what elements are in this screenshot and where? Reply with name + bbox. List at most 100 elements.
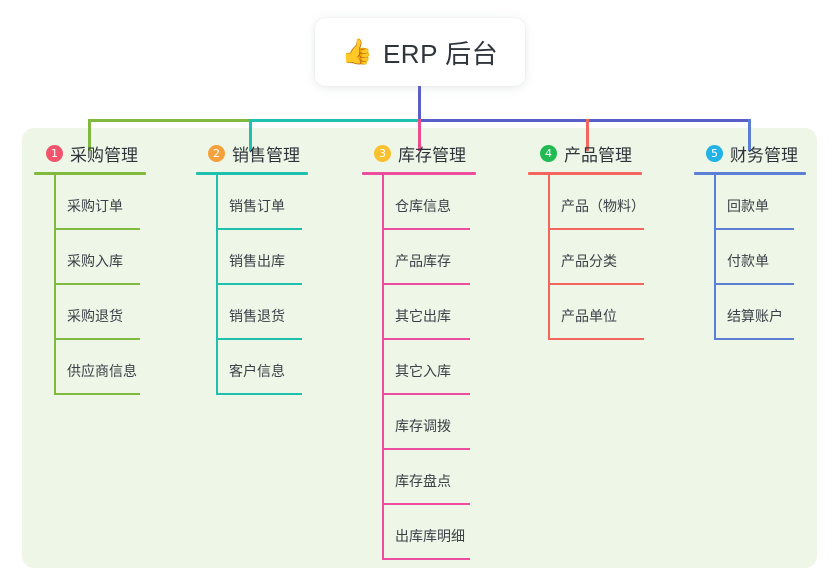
menu-item-underline xyxy=(54,283,140,285)
column-spine xyxy=(548,175,550,340)
column-items: 回款单付款单结算账户 xyxy=(714,175,806,340)
connector-drop-3 xyxy=(418,119,421,151)
menu-item-underline xyxy=(216,393,302,395)
column-number-badge: 1 xyxy=(46,144,63,162)
column-number-badge: 3 xyxy=(374,144,391,162)
connector-bus-segment-1 xyxy=(88,119,252,122)
column-title: 产品管理 xyxy=(564,145,632,165)
menu-item-label: 其它出库 xyxy=(395,308,451,324)
menu-item[interactable]: 库存调拨 xyxy=(382,395,476,450)
menu-item-label: 采购退货 xyxy=(67,308,123,324)
menu-item-label: 产品库存 xyxy=(395,253,451,269)
menu-item-underline xyxy=(714,228,794,230)
menu-item[interactable]: 出库库明细 xyxy=(382,505,476,560)
connector-drop-4 xyxy=(586,119,589,151)
menu-item-underline xyxy=(714,283,794,285)
column-销售管理: 2 销售管理销售订单销售出库销售退货客户信息 xyxy=(196,140,308,395)
connector-stem xyxy=(418,86,421,121)
column-spine xyxy=(714,175,716,340)
root-node-erp-backend[interactable]: 👍 ERP 后台 xyxy=(315,18,525,86)
menu-item[interactable]: 付款单 xyxy=(714,230,806,285)
menu-item[interactable]: 客户信息 xyxy=(216,340,308,395)
menu-item-label: 采购订单 xyxy=(67,198,123,214)
menu-item[interactable]: 仓库信息 xyxy=(382,175,476,230)
menu-item[interactable]: 供应商信息 xyxy=(54,340,146,395)
menu-item-underline xyxy=(548,228,644,230)
menu-item[interactable]: 产品（物料） xyxy=(548,175,645,230)
menu-item-underline xyxy=(216,283,302,285)
menu-item-underline xyxy=(54,228,140,230)
menu-item-label: 销售订单 xyxy=(229,198,285,214)
column-items: 采购订单采购入库采购退货供应商信息 xyxy=(54,175,146,395)
menu-item-label: 产品（物料） xyxy=(561,198,645,214)
root-node-label: ERP 后台 xyxy=(382,38,499,69)
menu-item-label: 库存盘点 xyxy=(395,473,451,489)
column-spine xyxy=(216,175,218,395)
column-number-badge: 4 xyxy=(540,144,557,162)
menu-item-label: 出库库明细 xyxy=(395,528,465,544)
menu-item[interactable]: 其它出库 xyxy=(382,285,476,340)
menu-item[interactable]: 产品库存 xyxy=(382,230,476,285)
menu-item-underline xyxy=(54,338,140,340)
column-underline xyxy=(362,172,476,175)
menu-item[interactable]: 回款单 xyxy=(714,175,806,230)
menu-item-label: 客户信息 xyxy=(229,363,285,379)
menu-item[interactable]: 库存盘点 xyxy=(382,450,476,505)
column-header-产品管理[interactable]: 4 产品管理 xyxy=(528,140,642,166)
column-spine xyxy=(382,175,384,560)
menu-item[interactable]: 采购退货 xyxy=(54,285,146,340)
thumbs-up-icon: 👍 xyxy=(341,37,373,66)
connector-bus-segment-3 xyxy=(418,119,751,122)
column-采购管理: 1 采购管理采购订单采购入库采购退货供应商信息 xyxy=(34,140,146,395)
column-spine xyxy=(54,175,56,395)
column-title: 销售管理 xyxy=(232,145,300,165)
menu-item-label: 库存调拨 xyxy=(395,418,451,434)
menu-item-underline xyxy=(382,228,470,230)
column-header-销售管理[interactable]: 2 销售管理 xyxy=(196,140,308,166)
menu-item-label: 供应商信息 xyxy=(67,363,137,379)
diagram-panel xyxy=(22,128,817,568)
connector-drop-5 xyxy=(748,119,751,151)
column-items: 销售订单销售出库销售退货客户信息 xyxy=(216,175,308,395)
connector-bus-segment-2 xyxy=(249,119,421,122)
menu-item-underline xyxy=(382,558,470,560)
column-underline xyxy=(694,172,806,175)
connector-drop-2 xyxy=(249,119,252,151)
menu-item[interactable]: 产品分类 xyxy=(548,230,644,285)
column-items: 仓库信息产品库存其它出库其它入库库存调拨库存盘点出库库明细 xyxy=(382,175,476,560)
menu-item-underline xyxy=(382,393,470,395)
menu-item-label: 仓库信息 xyxy=(395,198,451,214)
column-title: 财务管理 xyxy=(730,145,798,165)
menu-item[interactable]: 销售退货 xyxy=(216,285,308,340)
column-header-采购管理[interactable]: 1 采购管理 xyxy=(34,140,146,166)
menu-item[interactable]: 其它入库 xyxy=(382,340,476,395)
column-库存管理: 3 库存管理仓库信息产品库存其它出库其它入库库存调拨库存盘点出库库明细 xyxy=(362,140,476,560)
connector-drop-1 xyxy=(88,119,91,151)
menu-item-label: 采购入库 xyxy=(67,253,123,269)
menu-item[interactable]: 结算账户 xyxy=(714,285,806,340)
menu-item-underline xyxy=(714,338,794,340)
menu-item[interactable]: 采购订单 xyxy=(54,175,146,230)
column-header-库存管理[interactable]: 3 库存管理 xyxy=(362,140,476,166)
menu-item-underline xyxy=(382,283,470,285)
column-items: 产品（物料） 产品分类产品单位 xyxy=(548,175,645,340)
menu-item-underline xyxy=(54,393,140,395)
menu-item-label: 结算账户 xyxy=(727,308,783,324)
menu-item-underline xyxy=(382,338,470,340)
menu-item[interactable]: 采购入库 xyxy=(54,230,146,285)
column-title: 采购管理 xyxy=(70,145,138,165)
column-title: 库存管理 xyxy=(398,145,466,165)
column-underline xyxy=(34,172,146,175)
menu-item[interactable]: 销售订单 xyxy=(216,175,308,230)
menu-item[interactable]: 产品单位 xyxy=(548,285,644,340)
column-number-badge: 2 xyxy=(208,144,225,162)
menu-item-underline xyxy=(382,448,470,450)
column-产品管理: 4 产品管理产品（物料） 产品分类产品单位 xyxy=(528,140,645,340)
menu-item-underline xyxy=(548,338,644,340)
column-underline xyxy=(528,172,642,175)
menu-item-underline xyxy=(216,228,302,230)
menu-item[interactable]: 销售出库 xyxy=(216,230,308,285)
menu-item-label: 产品单位 xyxy=(561,308,617,324)
menu-item-label: 付款单 xyxy=(727,253,769,269)
